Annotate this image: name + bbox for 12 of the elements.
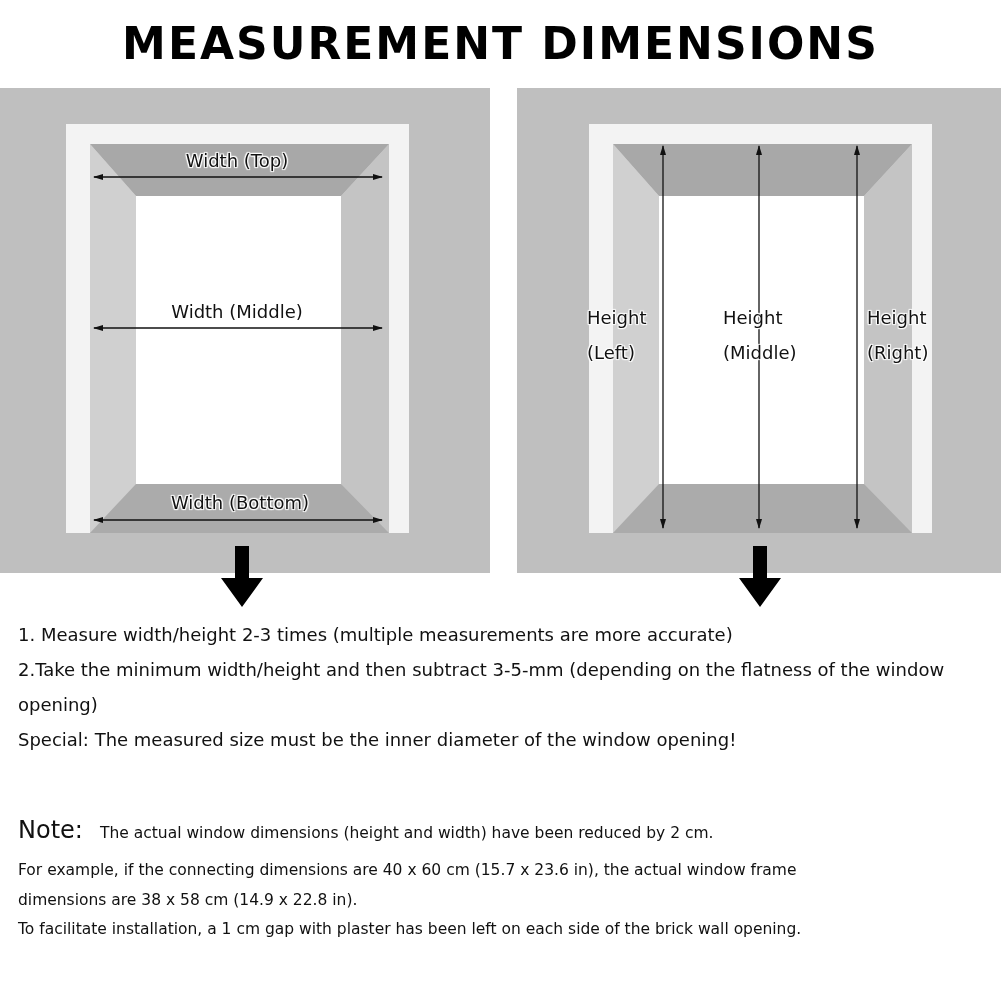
dimension-label: Height (Left): [587, 306, 648, 365]
instruction-text: For example, if the connecting dimensions are 40 x 60 cm (15.7 x 23.6 in), the actual window frame dimensions are 38 x 58 cm (14.9 x 22.8 in).: [18, 860, 798, 911]
instruction-text: To facilitate installation, a 1 cm gap with plaster has been left on each side of the brick wall opening.: [18, 919, 803, 940]
title: MEASUREMENT DIMENSIONS: [121, 18, 880, 69]
dimension-label: Width (Top): [184, 149, 290, 173]
instruction-text: Special: The measured size must be the inner diameter of the window opening!: [18, 728, 738, 752]
instruction-text: 2.Take the minimum width/height and then subtract 3-5-mm (depending on the flatness of the window opening): [18, 658, 946, 717]
dimension-label: Height (Right): [867, 306, 930, 365]
instruction-text: The actual window dimensions (height and width) have been reduced by 2 cm.: [100, 823, 715, 844]
dimension-label: Width (Bottom): [169, 491, 311, 515]
dimension-label: Width (Middle): [170, 300, 304, 324]
instruction-text: 1. Measure width/height 2-3 times (multiple measurements are more accurate): [18, 623, 734, 647]
